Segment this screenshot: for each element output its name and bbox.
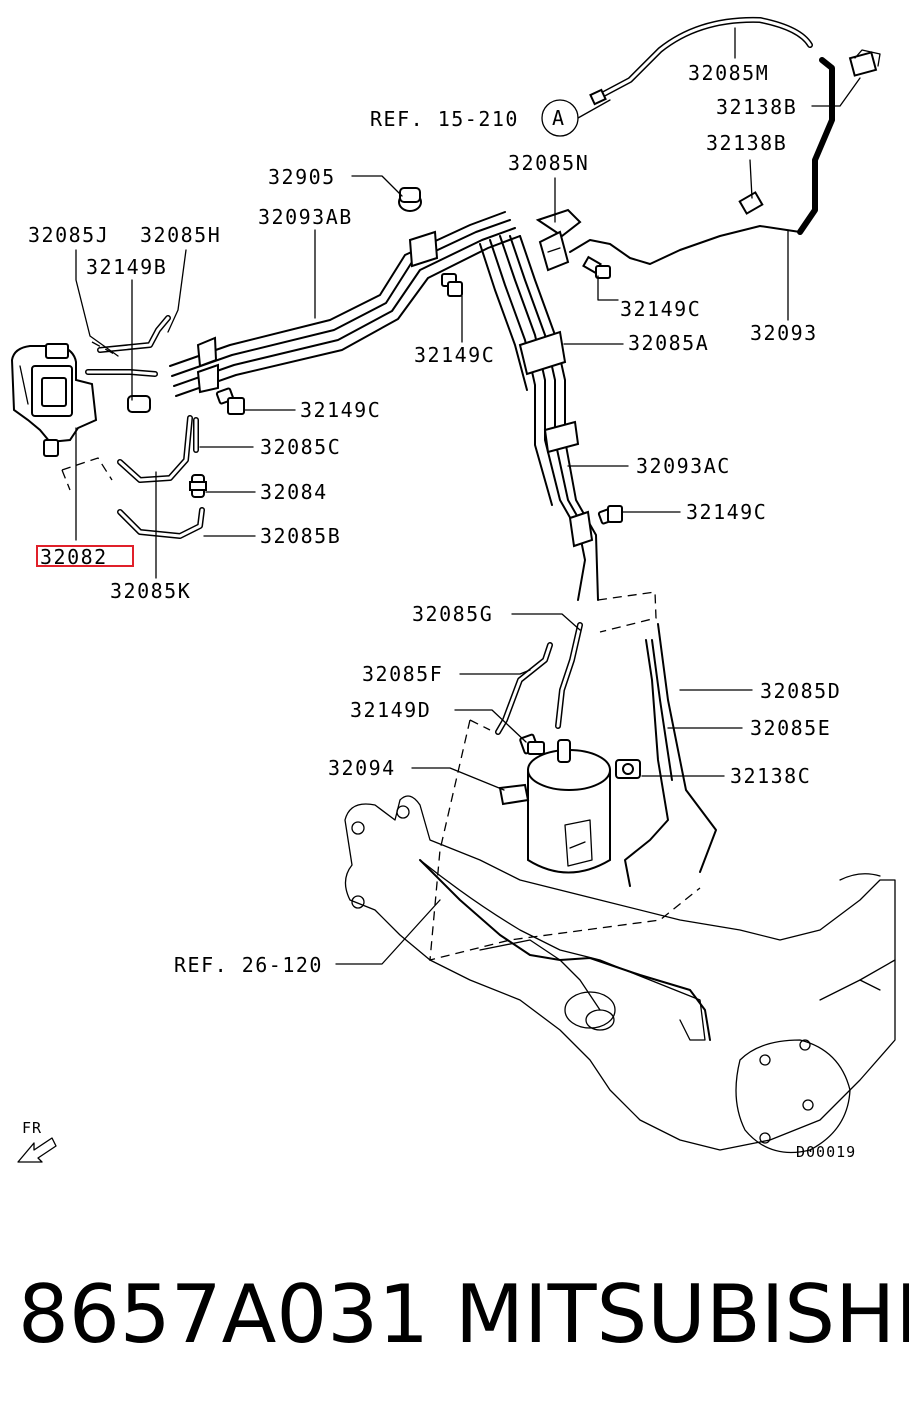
label-32149c-1: 32149C bbox=[620, 297, 701, 321]
label-ref-26-120: REF. 26-120 bbox=[174, 953, 323, 977]
label-32138b-1: 32138B bbox=[716, 95, 797, 119]
label-32085c: 32085C bbox=[260, 435, 341, 459]
bracket-32085n bbox=[535, 208, 582, 272]
reference-marker-a: A bbox=[541, 99, 579, 137]
label-32138b-2: 32138B bbox=[706, 131, 787, 155]
footer-caption: 8657A031 MITSUBISHI bbox=[0, 1235, 909, 1424]
label-32149c-3: 32149C bbox=[300, 398, 381, 422]
fr-label: FR bbox=[22, 1119, 42, 1137]
bolt-32149c-left bbox=[215, 387, 245, 415]
axle-housing bbox=[344, 795, 896, 1154]
dashed-guides-left bbox=[61, 341, 119, 491]
hoses-left bbox=[85, 315, 205, 539]
label-ref-15-210: REF. 15-210 bbox=[370, 107, 519, 131]
parts-diagram: A FR 32085M REF. 15-210 32138B 32138B 32… bbox=[10, 16, 896, 1163]
label-32149c-4: 32149C bbox=[686, 500, 767, 524]
diagram-id: D00019 bbox=[796, 1143, 856, 1161]
bolt-32149c-lower bbox=[597, 505, 623, 525]
label-32085h: 32085H bbox=[140, 223, 221, 247]
label-32138c: 32138C bbox=[730, 764, 811, 788]
brand-name: MITSUBISHI bbox=[455, 1268, 909, 1361]
pipe-32093 bbox=[569, 225, 801, 265]
diagram-svg: A FR 32085M REF. 15-210 32138B 32138B 32… bbox=[10, 16, 896, 1163]
label-32093ab: 32093AB bbox=[258, 205, 353, 229]
highlight-box-32082 bbox=[36, 545, 134, 567]
label-32149d: 32149D bbox=[350, 698, 431, 722]
hose-32085m bbox=[589, 16, 835, 235]
connector-32084 bbox=[189, 474, 207, 498]
bolt-32149d bbox=[519, 733, 545, 755]
part-labels: 32085M REF. 15-210 32138B 32138B 32085N … bbox=[28, 61, 856, 1161]
label-32082: 32082 bbox=[40, 545, 108, 569]
label-32085j: 32085J bbox=[28, 223, 109, 247]
front-arrow: FR bbox=[17, 1119, 57, 1163]
part-number: 8657A031 bbox=[18, 1268, 430, 1361]
label-32149c-2: 32149C bbox=[414, 343, 495, 367]
label-32093ac: 32093AC bbox=[636, 454, 731, 478]
bolt-32149c-center bbox=[441, 273, 463, 297]
bolt-32149c-right bbox=[582, 255, 611, 279]
label-32085e: 32085E bbox=[750, 716, 831, 740]
pipe-bundle-32093ab bbox=[169, 211, 521, 397]
label-32085b: 32085B bbox=[260, 524, 341, 548]
label-32905: 32905 bbox=[268, 165, 336, 189]
label-32085f: 32085F bbox=[362, 662, 443, 686]
leader-lines bbox=[75, 27, 861, 965]
grommet-32905 bbox=[398, 187, 422, 212]
label-32085g: 32085G bbox=[412, 602, 493, 626]
label-32094: 32094 bbox=[328, 756, 396, 780]
label-32084: 32084 bbox=[260, 480, 328, 504]
label-32085n: 32085N bbox=[508, 151, 589, 175]
label-32085d: 32085D bbox=[760, 679, 841, 703]
connector-32149b bbox=[127, 395, 151, 413]
label-32085k: 32085K bbox=[110, 579, 191, 603]
dashed-frame-lower bbox=[429, 591, 701, 961]
clip-32138c bbox=[615, 759, 641, 779]
label-32093: 32093 bbox=[750, 321, 818, 345]
solenoid-32082 bbox=[10, 343, 98, 457]
pipe-bundle-32093ac bbox=[479, 235, 599, 601]
marker-a-text: A bbox=[552, 106, 566, 130]
hoses-lower bbox=[495, 622, 717, 887]
clip-32138b-top bbox=[848, 49, 881, 77]
clip-32138b-mid bbox=[738, 191, 764, 215]
label-32149b: 32149B bbox=[86, 255, 167, 279]
canister-32094 bbox=[498, 739, 611, 874]
label-32085m: 32085M bbox=[688, 61, 769, 85]
label-32085a: 32085A bbox=[628, 331, 709, 355]
